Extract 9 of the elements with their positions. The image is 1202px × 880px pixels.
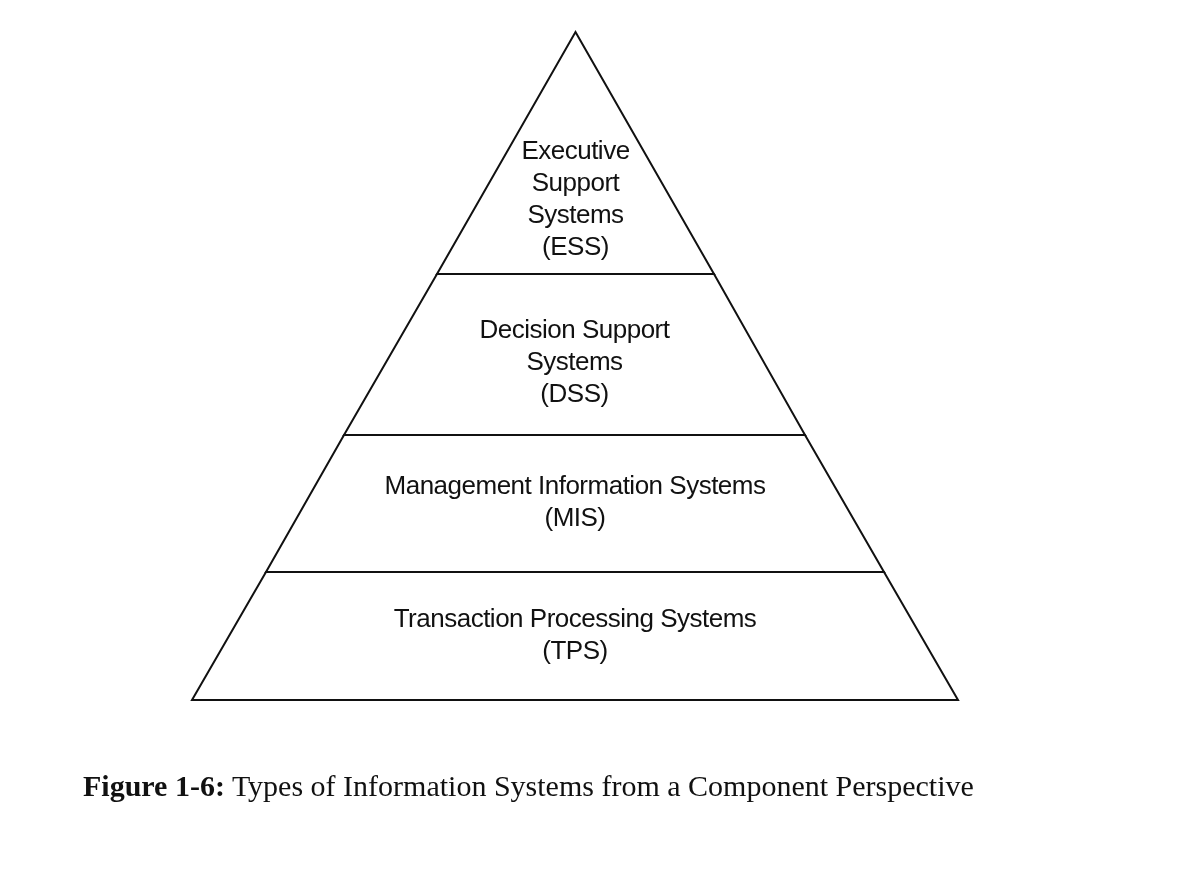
figure-caption: Figure 1-6: Types of Information Systems from a Component Perspective	[83, 768, 974, 804]
pyramid-tier	[437, 32, 714, 274]
pyramid-tier	[344, 274, 805, 435]
tier-label: Transaction Processing Systems (TPS)	[393, 602, 757, 666]
pyramid-tier	[192, 572, 958, 700]
tier-label: Executive Support Systems (ESS)	[521, 134, 630, 262]
tier-label: Decision Support Systems (DSS)	[479, 313, 670, 409]
tier-label: Management Information Systems (MIS)	[384, 469, 766, 533]
pyramid-tier	[266, 435, 884, 572]
